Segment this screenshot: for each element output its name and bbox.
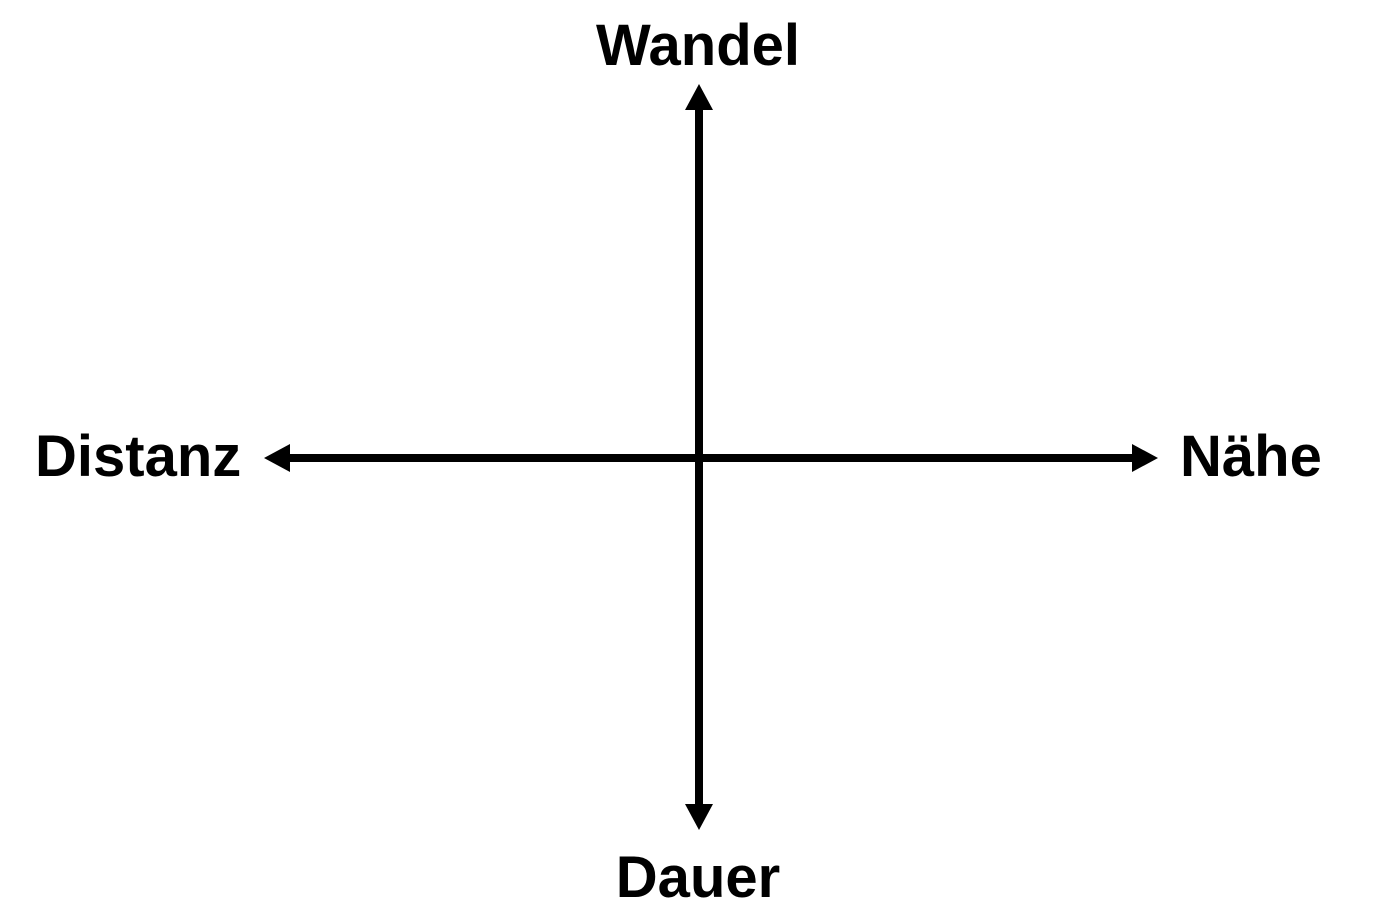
label-left: Distanz bbox=[35, 424, 241, 489]
arrowhead-up bbox=[685, 84, 713, 110]
label-top: Wandel bbox=[596, 13, 800, 78]
label-right: Nähe bbox=[1180, 424, 1322, 489]
arrowhead-right bbox=[1132, 444, 1158, 472]
arrowhead-left bbox=[264, 444, 290, 472]
arrowhead-down bbox=[685, 804, 713, 830]
label-bottom: Dauer bbox=[616, 845, 780, 910]
